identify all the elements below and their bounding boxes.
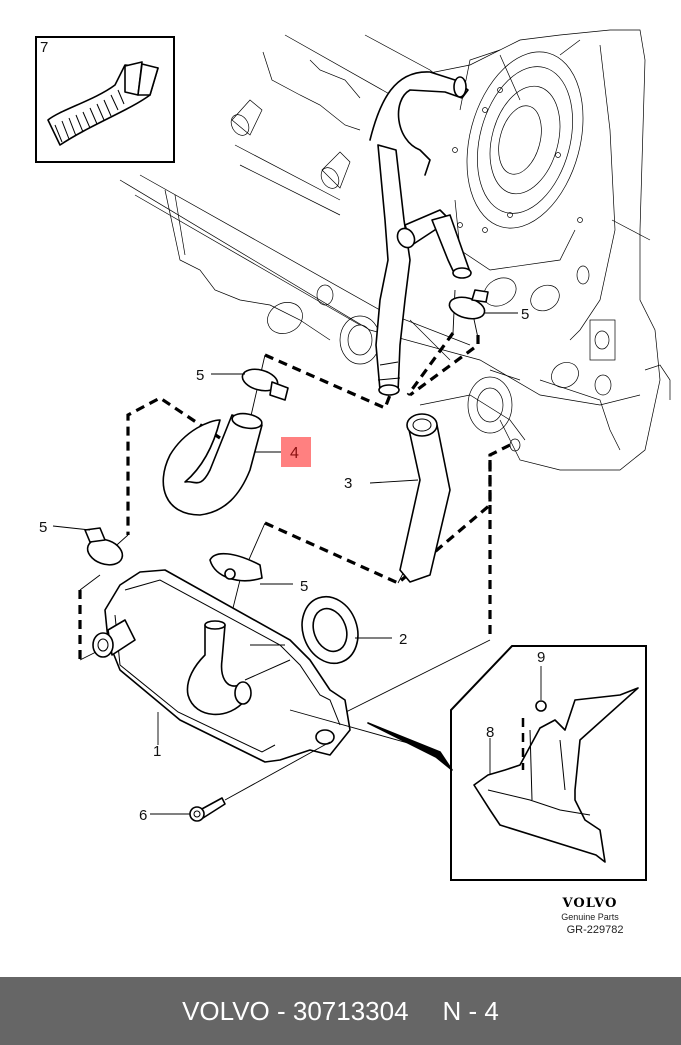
callout-3[interactable]: 3 bbox=[344, 475, 352, 492]
callout-8[interactable]: 8 bbox=[486, 724, 494, 741]
footer-bar: VOLVO - 30713304 N - 4 bbox=[0, 977, 681, 1045]
clamps bbox=[84, 289, 489, 582]
part-6-bolt bbox=[189, 741, 331, 822]
brand-block: VOLVO Genuine Parts GR-229782 bbox=[540, 896, 640, 936]
callout-labels: 1 2 3 4 5 5 5 5 6 7 8 9 bbox=[39, 39, 545, 824]
callout-2[interactable]: 2 bbox=[399, 631, 407, 648]
part-2-seal bbox=[301, 595, 359, 665]
callout-6[interactable]: 6 bbox=[139, 807, 147, 824]
part-4-hose bbox=[162, 412, 263, 516]
part-number: VOLVO - 30713304 bbox=[182, 995, 409, 1026]
callout-5-center[interactable]: 5 bbox=[300, 578, 308, 595]
engine-block-outline bbox=[119, 29, 671, 471]
part-3-hose bbox=[399, 413, 451, 583]
part-1-oil-cooler bbox=[92, 569, 351, 763]
drawing-code: GR-229782 bbox=[566, 924, 624, 936]
callout-7[interactable]: 7 bbox=[40, 39, 48, 56]
detail-inset-bracket bbox=[289, 645, 647, 881]
inset-7-corrugated-hose bbox=[35, 36, 175, 163]
position-label: N - 4 bbox=[442, 995, 499, 1026]
parts-diagram: 1 2 3 4 5 5 5 5 6 7 8 9 bbox=[35, 29, 671, 881]
callout-4-highlight bbox=[281, 437, 311, 467]
callout-9[interactable]: 9 bbox=[537, 649, 545, 666]
callout-4[interactable]: 4 bbox=[290, 445, 299, 462]
brand-subtitle: Genuine Parts bbox=[561, 912, 619, 922]
callout-5-upper-right[interactable]: 5 bbox=[521, 306, 529, 323]
callout-5-left[interactable]: 5 bbox=[39, 519, 47, 536]
routing-lines bbox=[78, 289, 511, 721]
callout-1[interactable]: 1 bbox=[153, 743, 161, 760]
callout-leaders bbox=[52, 312, 542, 815]
callout-5-upper-left[interactable]: 5 bbox=[196, 367, 204, 384]
volvo-logo: VOLVO bbox=[562, 896, 618, 911]
